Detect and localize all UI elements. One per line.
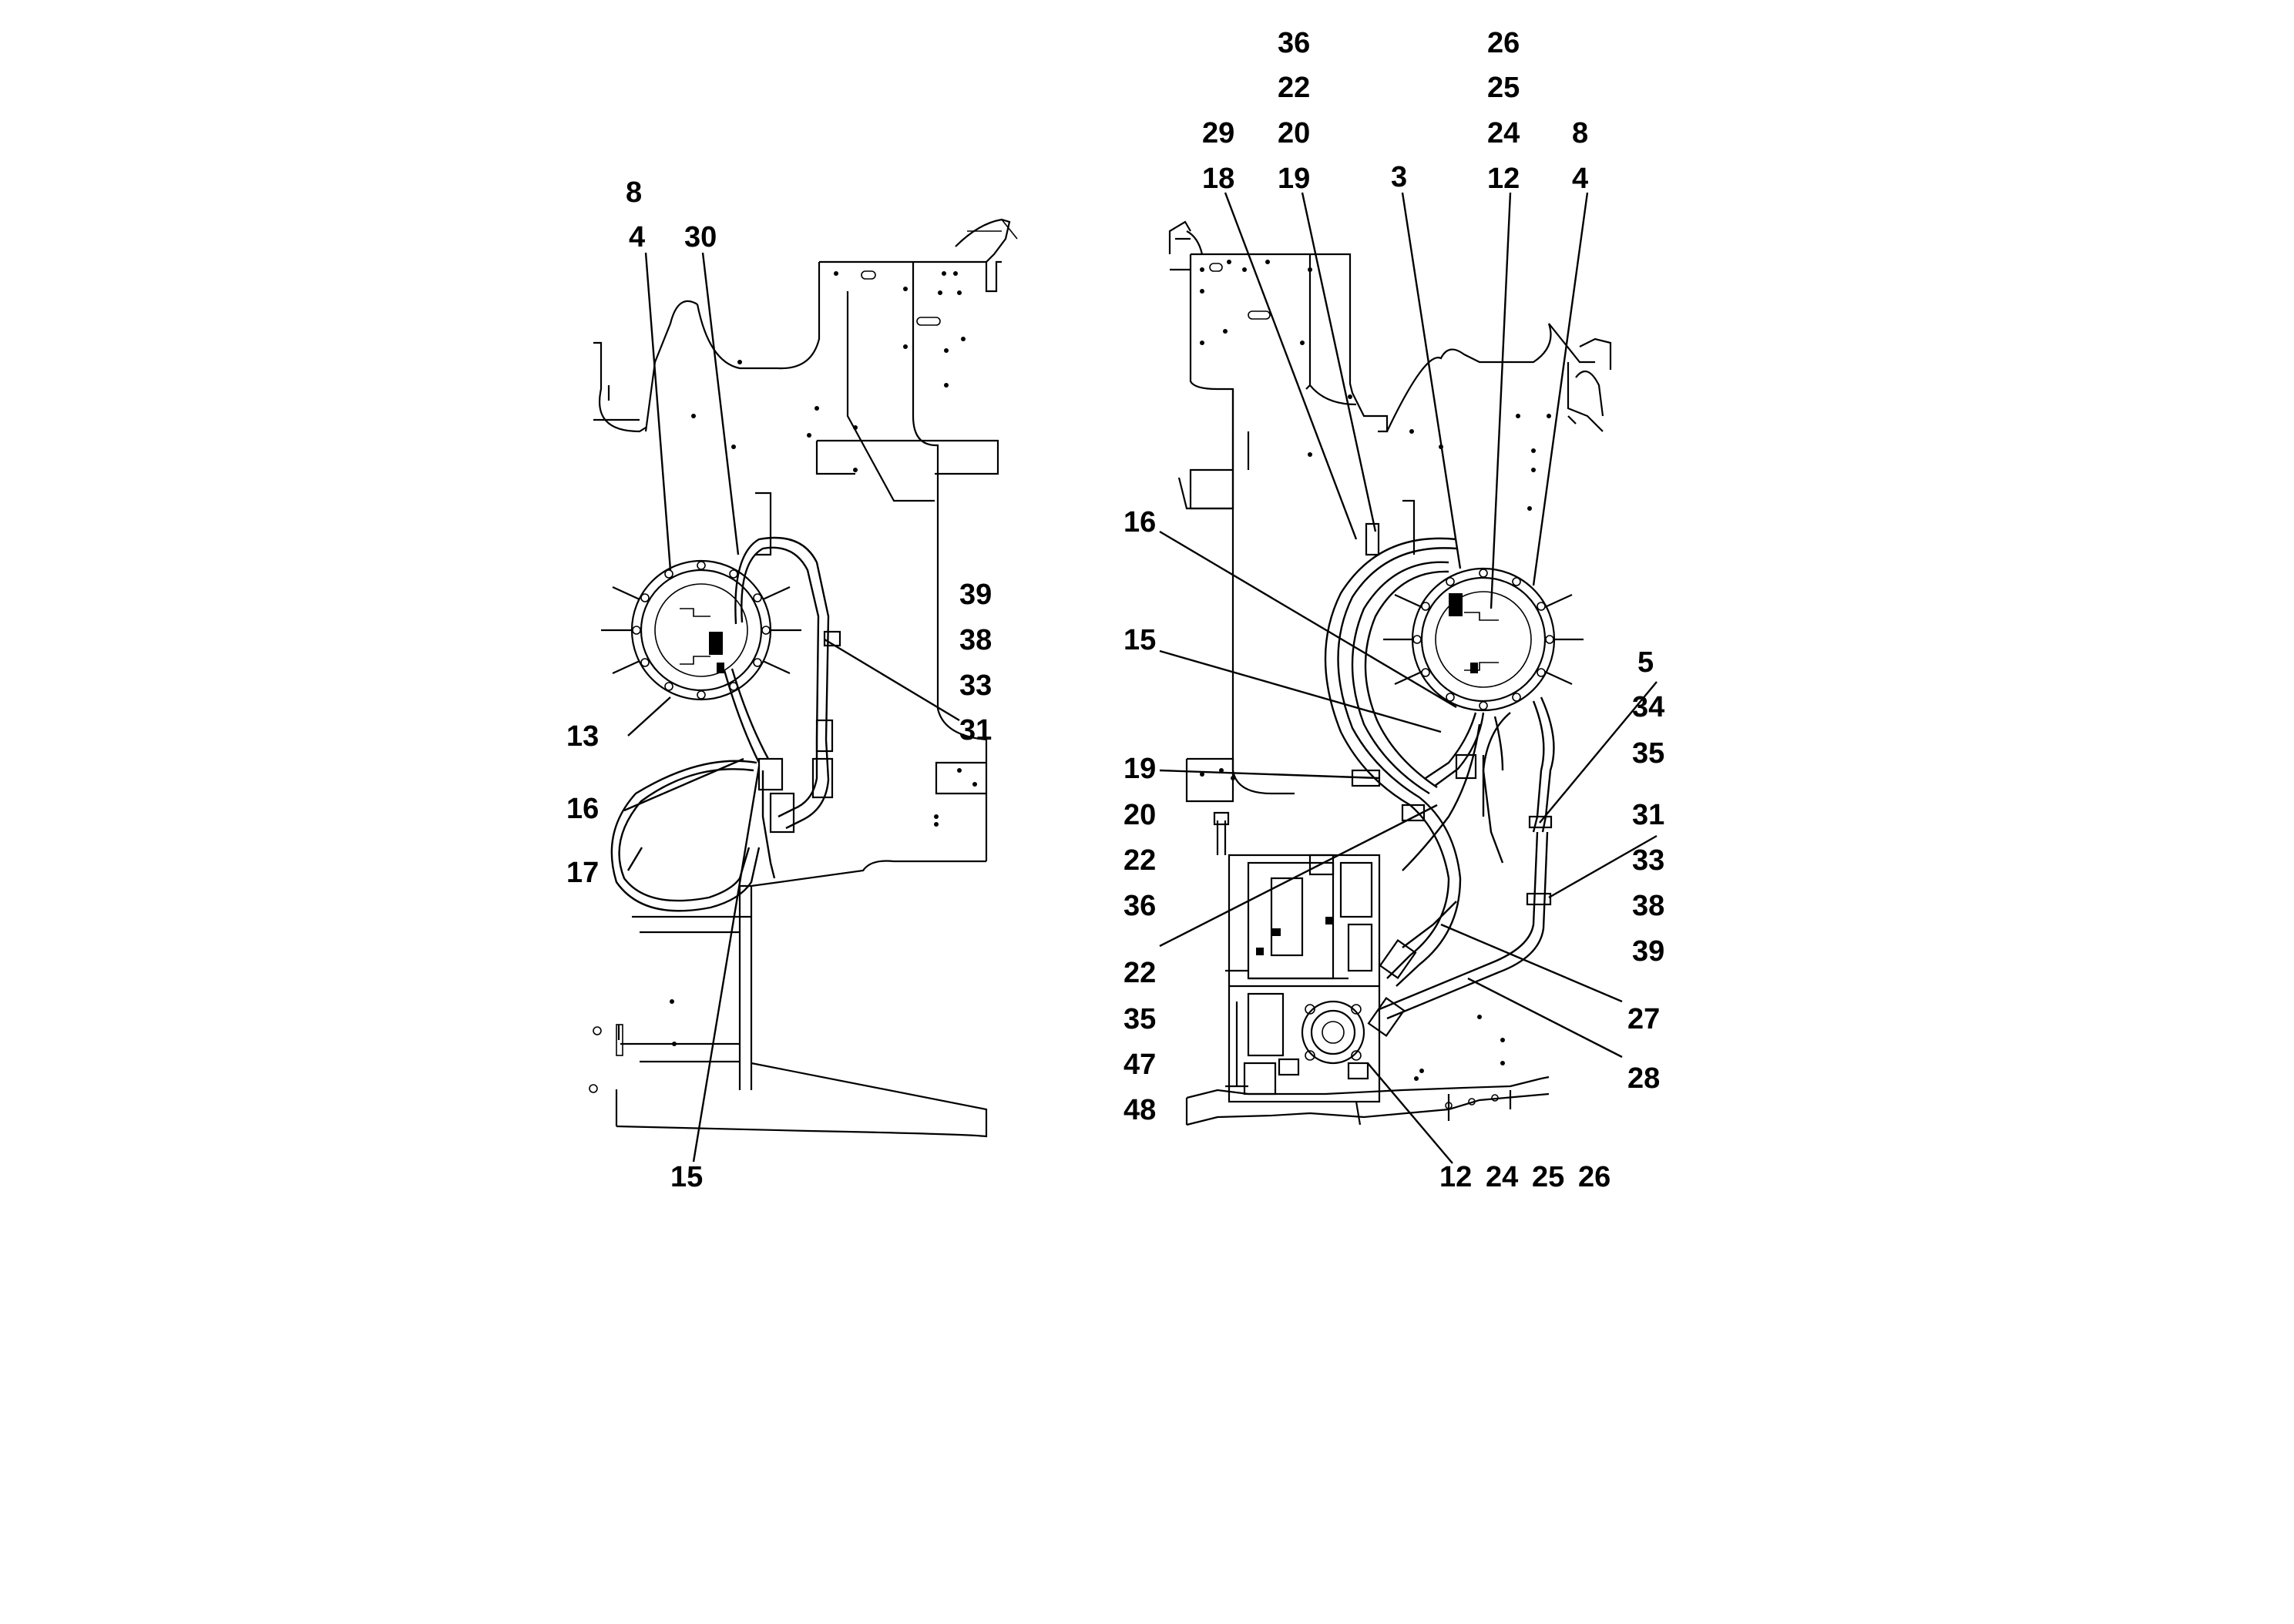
callout-39: 39 xyxy=(959,579,992,611)
callout-25: 25 xyxy=(1487,72,1520,104)
callout-20: 20 xyxy=(1278,117,1310,149)
right-wheel-motor xyxy=(1383,567,1584,712)
callout-3: 3 xyxy=(1391,161,1407,193)
left-wheel-motor xyxy=(601,559,801,701)
callout-31: 31 xyxy=(1632,799,1664,831)
callout-22: 22 xyxy=(1278,72,1310,104)
callout-5: 5 xyxy=(1637,646,1654,679)
callout-36: 36 xyxy=(1123,890,1156,922)
right-hoses xyxy=(1324,499,1555,1037)
left-hoses xyxy=(610,492,841,912)
callout-38: 38 xyxy=(959,624,992,656)
callout-13: 13 xyxy=(566,720,599,753)
callout-22: 22 xyxy=(1123,844,1156,877)
right-wheel-bolts xyxy=(1412,569,1554,710)
callout-25: 25 xyxy=(1532,1161,1564,1193)
callout-33: 33 xyxy=(959,669,992,702)
left-wheel-bolts xyxy=(632,561,771,700)
callout-26: 26 xyxy=(1578,1161,1611,1193)
callout-38: 38 xyxy=(1632,890,1664,922)
right-view xyxy=(1168,220,1612,1126)
callout-19: 19 xyxy=(1123,753,1156,785)
callout-22: 22 xyxy=(1123,957,1156,989)
callout-19: 19 xyxy=(1278,163,1310,195)
callout-35: 35 xyxy=(1632,737,1664,770)
callout-48: 48 xyxy=(1123,1094,1156,1126)
callout-33: 33 xyxy=(1632,844,1664,877)
callout-39: 39 xyxy=(1632,935,1664,968)
callout-4: 4 xyxy=(629,221,645,253)
callout-15: 15 xyxy=(670,1161,703,1193)
left-frame xyxy=(589,218,1018,1138)
callout-18: 18 xyxy=(1202,163,1234,195)
callout-16: 16 xyxy=(566,793,599,825)
callout-12: 12 xyxy=(1487,163,1520,195)
callout-20: 20 xyxy=(1123,799,1156,831)
right-pump-assembly xyxy=(1225,854,1381,1103)
callout-28: 28 xyxy=(1627,1062,1660,1095)
right-callouts: 36 22 20 29 18 19 3 26 25 24 12 8 4 16 1… xyxy=(1123,27,1664,1193)
left-view xyxy=(589,218,1018,1138)
leader-lines xyxy=(623,192,1658,1164)
callout-36: 36 xyxy=(1278,27,1310,59)
callout-27: 27 xyxy=(1627,1003,1660,1035)
left-callouts: 8 4 30 39 38 33 31 13 16 17 15 xyxy=(566,176,992,1193)
callout-30: 30 xyxy=(684,221,717,253)
callout-16: 16 xyxy=(1123,506,1156,539)
callout-8: 8 xyxy=(626,176,642,209)
callout-12: 12 xyxy=(1439,1161,1472,1193)
callout-47: 47 xyxy=(1123,1049,1156,1081)
callout-26: 26 xyxy=(1487,27,1520,59)
callout-15: 15 xyxy=(1123,624,1156,656)
callout-17: 17 xyxy=(566,857,599,889)
callout-24: 24 xyxy=(1487,117,1520,149)
callout-34: 34 xyxy=(1632,691,1664,723)
callout-4: 4 xyxy=(1572,163,1588,195)
callout-8: 8 xyxy=(1572,117,1588,149)
callout-24: 24 xyxy=(1486,1161,1518,1193)
right-frame xyxy=(1168,220,1612,1126)
callout-29: 29 xyxy=(1202,117,1234,149)
callout-31: 31 xyxy=(959,714,992,747)
callout-35: 35 xyxy=(1123,1003,1156,1035)
